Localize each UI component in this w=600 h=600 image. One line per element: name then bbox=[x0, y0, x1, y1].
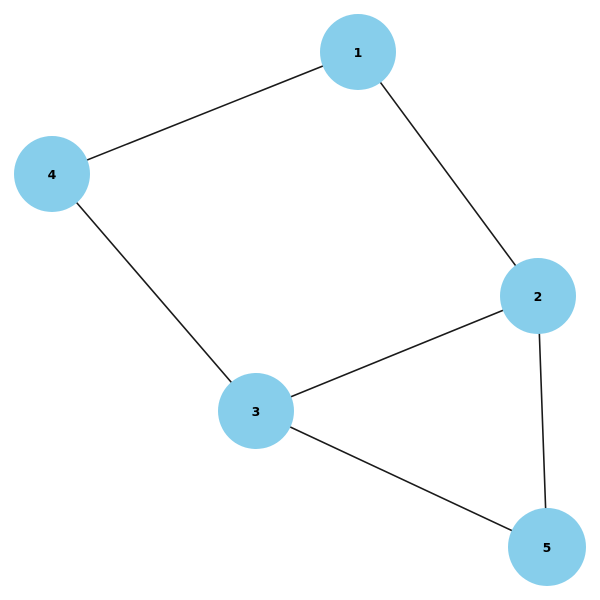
graph-edge-3-5 bbox=[255, 410, 548, 548]
graph-node-label-2: 2 bbox=[534, 289, 543, 304]
graph-node-label-4: 4 bbox=[48, 167, 57, 182]
graph-node-circle-1[interactable] bbox=[320, 14, 396, 90]
graph-node-5[interactable]: 5 bbox=[508, 508, 586, 586]
graph-edge-1-4 bbox=[51, 51, 359, 175]
graph-node-circle-5[interactable] bbox=[508, 508, 586, 586]
graph-edge-1-2 bbox=[357, 51, 539, 297]
graph-node-label-1: 1 bbox=[354, 45, 363, 60]
graph-node-1[interactable]: 1 bbox=[320, 14, 396, 90]
node-layer: 1 2 3 4 5 bbox=[14, 14, 586, 586]
graph-node-3[interactable]: 3 bbox=[218, 373, 294, 449]
graph-edge-3-4 bbox=[51, 173, 257, 412]
graph-node-2[interactable]: 2 bbox=[500, 258, 576, 334]
graph-node-circle-3[interactable] bbox=[218, 373, 294, 449]
graph-edge-2-3 bbox=[255, 295, 539, 412]
graph-node-label-5: 5 bbox=[543, 540, 552, 555]
graph-node-4[interactable]: 4 bbox=[14, 136, 90, 212]
edge-layer bbox=[51, 51, 548, 548]
graph-node-label-3: 3 bbox=[252, 404, 261, 419]
graph-node-circle-2[interactable] bbox=[500, 258, 576, 334]
graph-node-circle-4[interactable] bbox=[14, 136, 90, 212]
graph-edge-2-5 bbox=[537, 295, 548, 548]
